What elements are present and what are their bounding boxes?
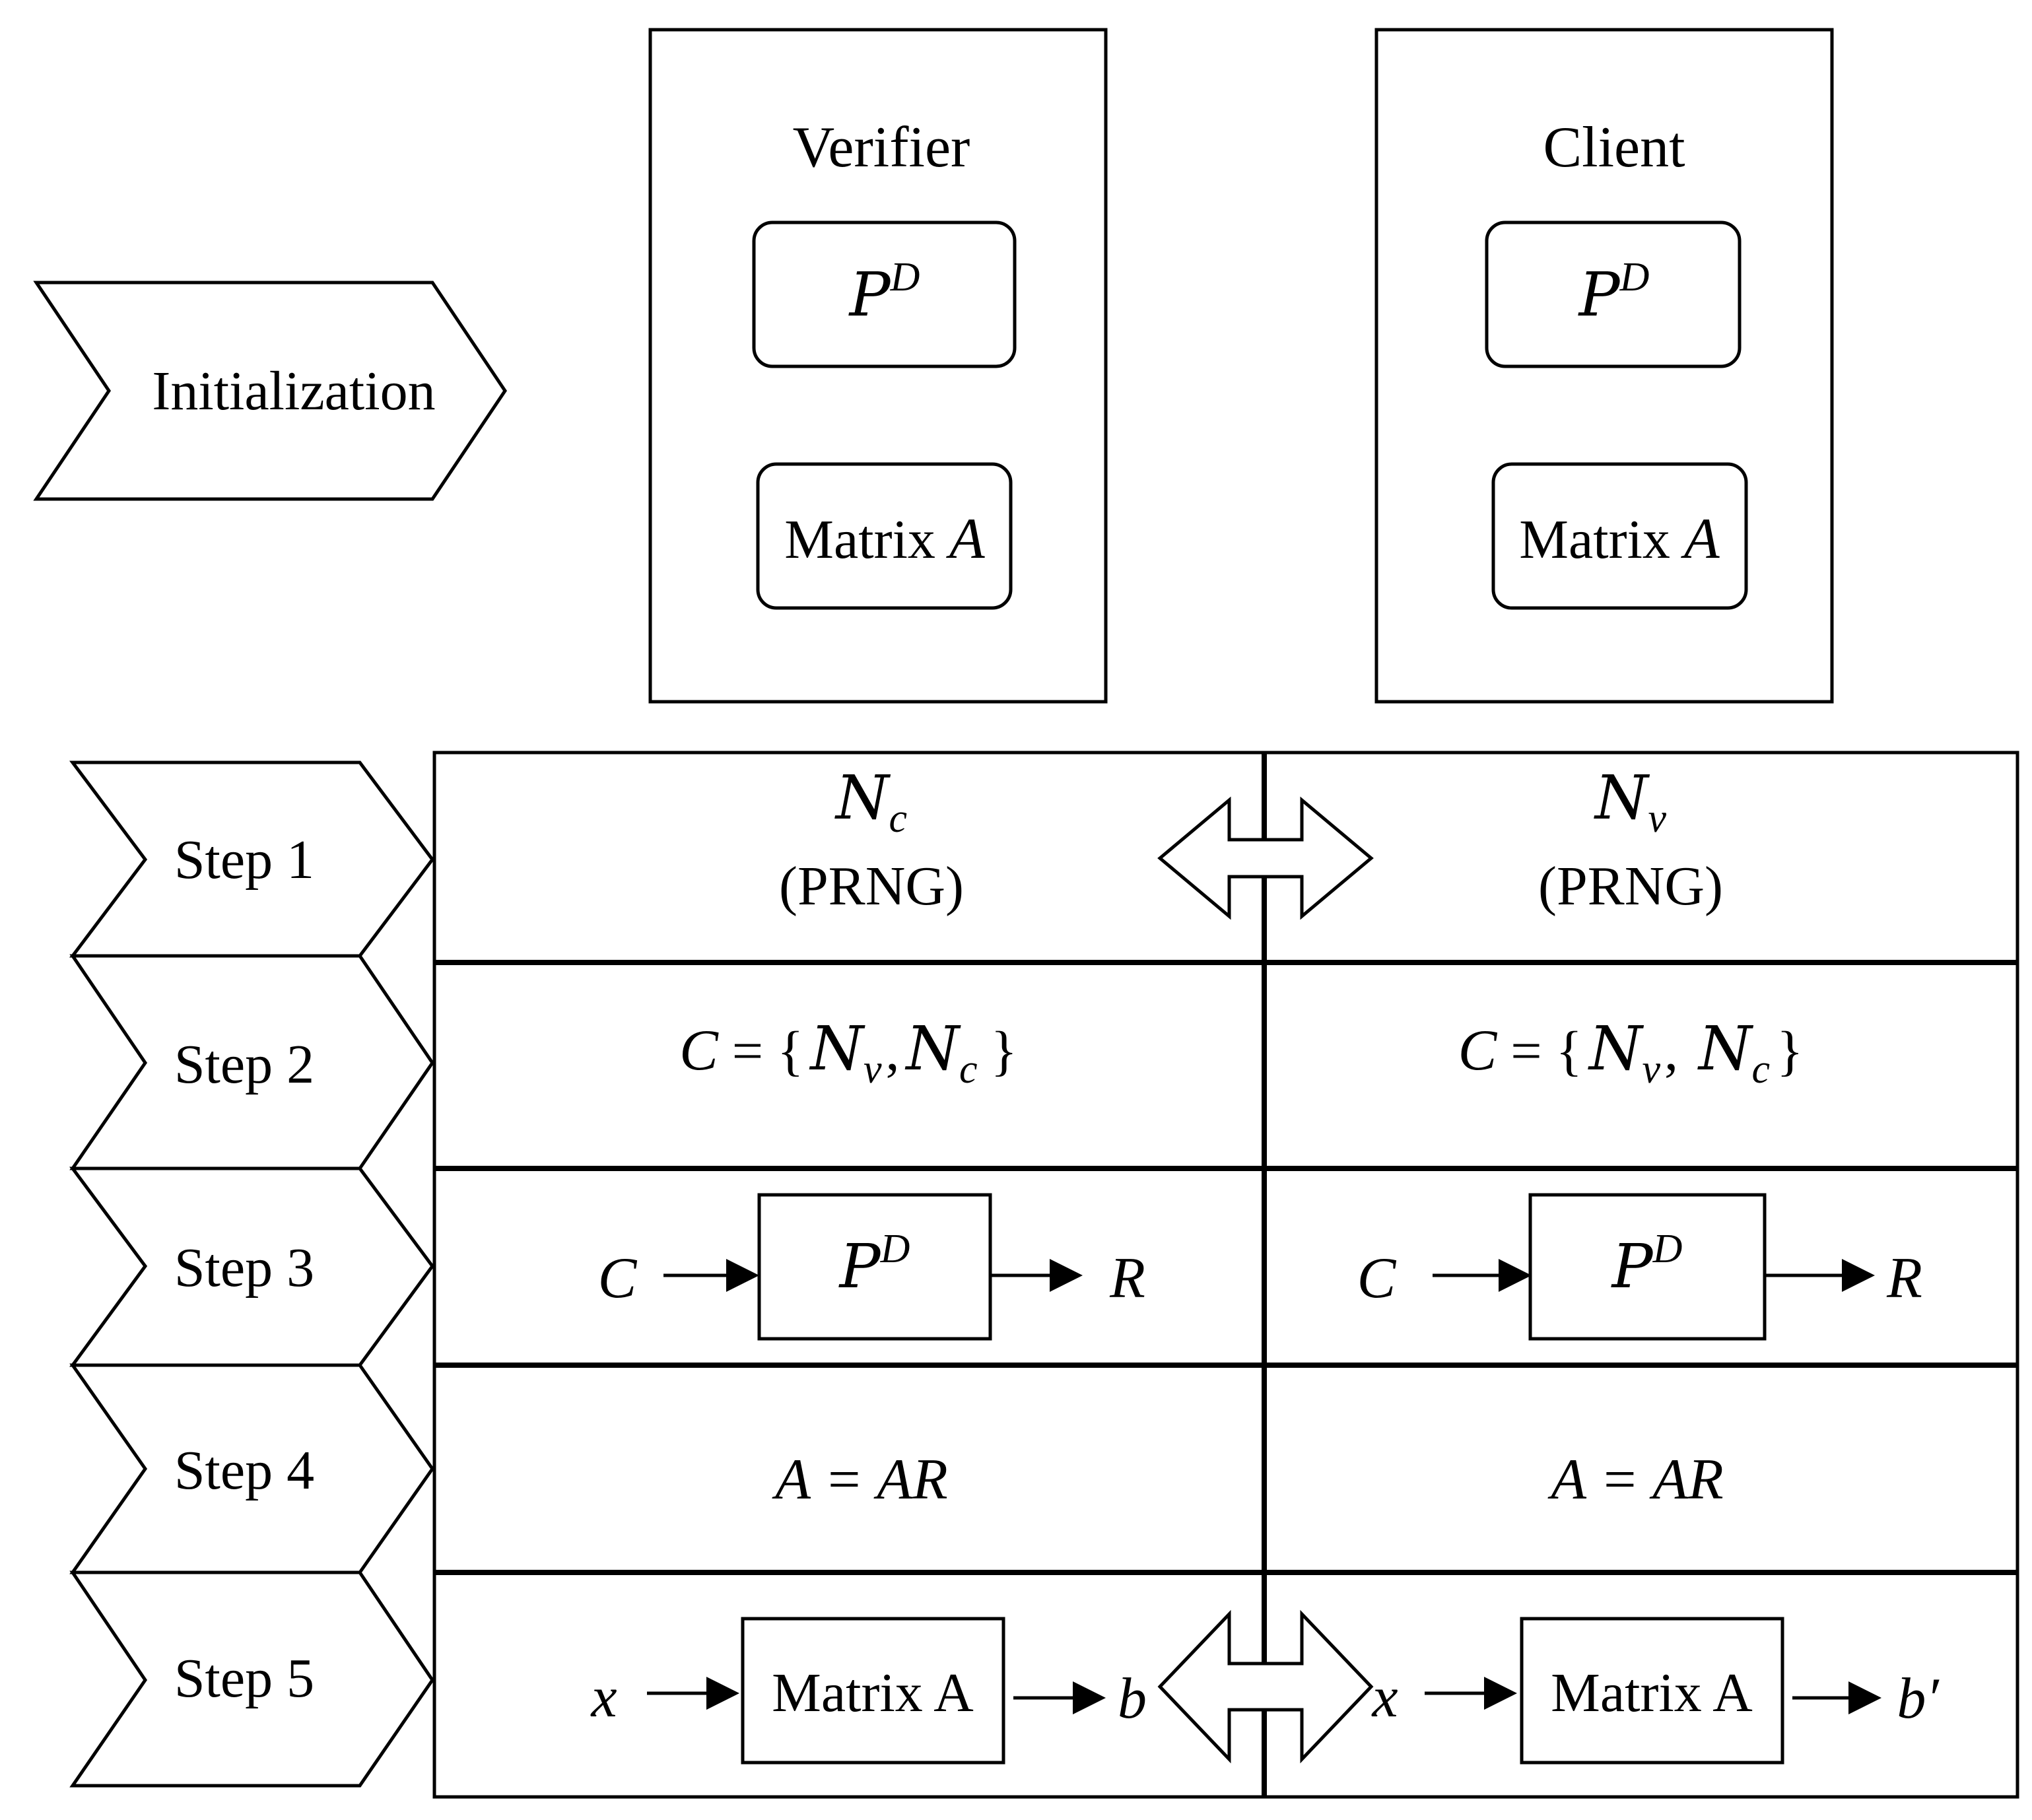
verifier-title: Verifier — [793, 116, 970, 180]
verifier-puf-input: C — [598, 1246, 638, 1310]
client-output-b-prime: b′ — [1897, 1667, 1940, 1731]
client-puf-box — [1485, 220, 1742, 368]
client-matrix-box — [1491, 462, 1748, 610]
client-matrix-block — [1520, 1617, 1784, 1765]
verifier-matrix-block — [741, 1617, 1005, 1765]
client-puf-block — [1528, 1193, 1767, 1341]
phase-initialization: Initialization — [33, 281, 508, 501]
client-party: Client PD Matrix A — [1374, 28, 1834, 704]
verifier-prng-label: (PRNG) — [779, 856, 964, 917]
grid-frame — [432, 751, 2019, 1799]
client-title: Client — [1543, 116, 1685, 180]
step-1-row: Nc (PRNG) Nv (PRNG) — [779, 762, 1723, 920]
client-puf-input: C — [1357, 1246, 1397, 1310]
client-matrix-label: Matrix A — [1519, 507, 1720, 571]
step-4-label: Step 4 — [174, 1440, 314, 1501]
verifier-output-b: b — [1118, 1667, 1147, 1731]
client-prng-label: (PRNG) — [1538, 856, 1723, 917]
verifier-matrix-box — [756, 462, 1013, 610]
verifier-puf-output: R — [1109, 1246, 1145, 1310]
client-matrix-update: A = AR — [1547, 1448, 1723, 1512]
step-3-label: Step 3 — [174, 1237, 314, 1298]
step-2-label: Step 2 — [174, 1034, 314, 1095]
verifier-input-x: x — [590, 1666, 617, 1730]
step-2-row: C = {Nv,Nc} C = {Nv, Nc} — [679, 1013, 1803, 1092]
client-puf-output: R — [1886, 1246, 1922, 1310]
client-frame — [1374, 28, 1834, 704]
phase-label: Initialization — [152, 360, 435, 422]
response-exchange-double-arrow-icon — [1157, 1609, 1374, 1764]
verifier-matrix-block-label: Matrix A — [772, 1662, 974, 1724]
verifier-challenge-set: C = {Nv,Nc} — [679, 1013, 1017, 1092]
chevron-shape — [33, 281, 508, 501]
verifier-puf-block — [757, 1193, 992, 1341]
step-1-label: Step 1 — [174, 829, 314, 891]
verifier-puf-label: PD — [848, 255, 920, 330]
client-nonce: Nv — [1594, 762, 1667, 841]
client-puf-label: PD — [1578, 255, 1650, 330]
nonce-exchange-double-arrow-icon — [1157, 796, 1374, 920]
client-input-x: x — [1371, 1666, 1398, 1730]
client-matrix-block-label: Matrix A — [1551, 1662, 1753, 1724]
step-chevrons: Step 1 Step 2 Step 3 Step 4 Step 5 — [69, 760, 435, 1788]
step-3-row: C PD R C PD R — [598, 1193, 1922, 1341]
client-puf-block-label: PD — [1611, 1227, 1683, 1302]
step-5-label: Step 5 — [174, 1648, 314, 1709]
verifier-matrix-update: A = AR — [772, 1448, 947, 1512]
protocol-grid — [432, 751, 2019, 1799]
client-challenge-set: C = {Nv, Nc} — [1458, 1013, 1804, 1092]
step-4-row: A = AR A = AR — [772, 1448, 1723, 1512]
chevron-step-5 — [69, 1570, 435, 1788]
verifier-puf-block-label: PD — [838, 1227, 910, 1302]
step-5-row: x Matrix A b x Matrix A b′ — [590, 1609, 1940, 1765]
verifier-frame — [648, 28, 1108, 704]
verifier-nonce: Nc — [834, 762, 907, 841]
verifier-party: Verifier PD Matrix A — [648, 28, 1108, 704]
verifier-puf-box — [752, 220, 1017, 368]
verifier-matrix-label: Matrix A — [784, 507, 986, 571]
